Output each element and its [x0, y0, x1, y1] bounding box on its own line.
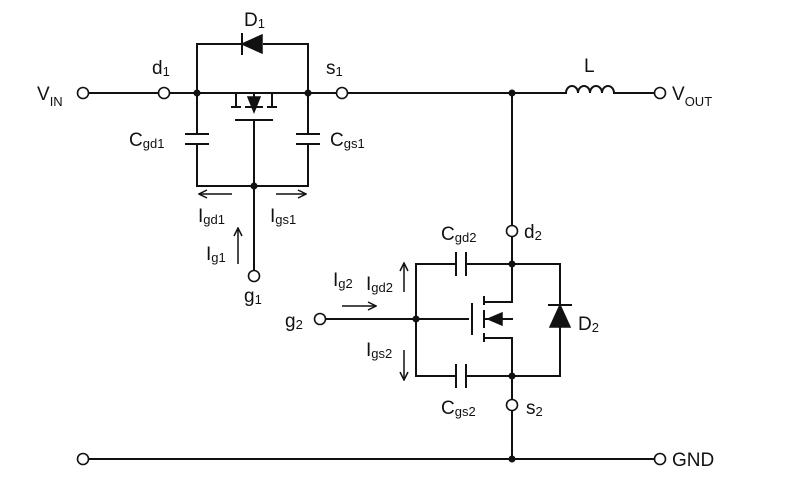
- label-gnd: GND: [672, 450, 714, 471]
- label-igd1: Igd1: [198, 206, 225, 227]
- terminal-g1: [247, 269, 261, 283]
- label-d2-node: d2: [524, 222, 542, 243]
- terminal-s1: [335, 86, 349, 100]
- label-igd2: Igd2: [366, 274, 393, 295]
- terminal-vout: [653, 86, 667, 100]
- label-s2: s2: [526, 398, 543, 419]
- capacitor-cgs2: [455, 364, 467, 388]
- inductor-l: [564, 85, 616, 95]
- label-cgs1: Cgs1: [330, 130, 365, 151]
- label-g2: g2: [285, 311, 303, 332]
- label-cgd2: Cgd2: [441, 224, 476, 245]
- label-l: L: [584, 56, 595, 77]
- label-cgs2: Cgs2: [441, 398, 476, 419]
- label-ig2: Ig2: [333, 270, 353, 291]
- diode-d2: [548, 303, 572, 328]
- capacitor-cgd1: [185, 133, 209, 145]
- mosfet-q2: [471, 296, 513, 342]
- labels: VIN VOUT GND D1 d1 s1 L Cgd1 Cgs1 Igd1 I…: [37, 10, 714, 471]
- terminal-g2: [313, 312, 327, 326]
- current-arrows: [199, 194, 404, 380]
- label-d1: D1: [244, 10, 265, 31]
- label-cgd1: Cgd1: [129, 130, 164, 151]
- label-d2: D2: [578, 314, 599, 335]
- terminal-s2: [505, 398, 519, 412]
- terminal-d1: [157, 86, 171, 100]
- terminal-d2: [505, 224, 519, 238]
- wiring: [88, 43, 655, 460]
- label-igs2: Igs2: [366, 340, 392, 361]
- label-ig1: Ig1: [206, 244, 226, 265]
- mosfet-q1: [231, 92, 277, 128]
- terminal-gnd-left: [76, 452, 90, 466]
- junction-dots: [193, 89, 516, 463]
- diode-d1: [240, 33, 263, 55]
- label-vin: VIN: [37, 84, 63, 109]
- terminal-vin: [76, 86, 90, 100]
- label-g1: g1: [244, 286, 262, 307]
- label-s1: s1: [326, 58, 343, 79]
- terminals: [76, 86, 667, 466]
- label-d1-node: d1: [152, 58, 170, 79]
- capacitor-cgd2: [455, 252, 467, 276]
- label-igs1: Igs1: [270, 206, 296, 227]
- terminal-gnd: [653, 452, 667, 466]
- label-vout: VOUT: [672, 84, 712, 109]
- capacitor-cgs1: [296, 133, 320, 145]
